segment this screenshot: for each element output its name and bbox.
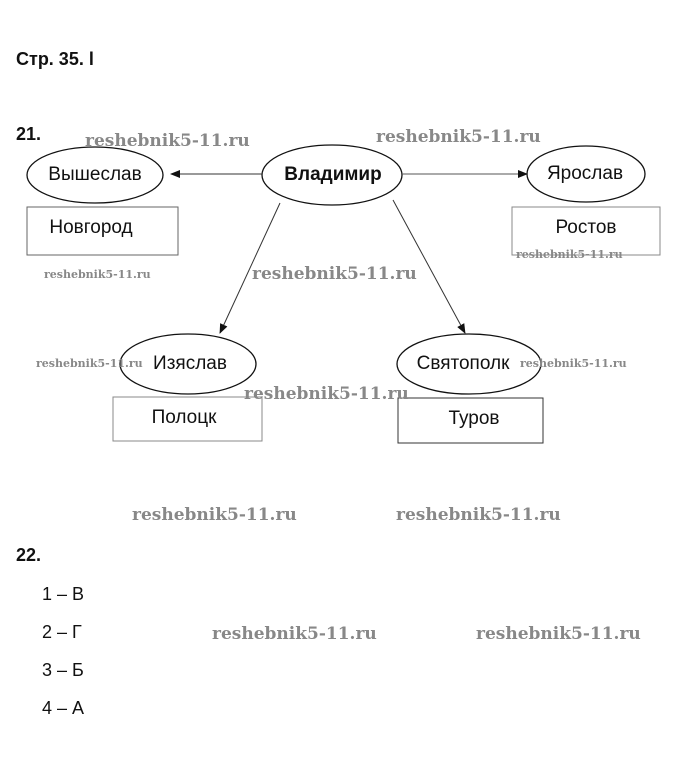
watermark: reshebnik5-11.ru bbox=[516, 248, 623, 261]
watermark: reshebnik5-11.ru bbox=[244, 384, 409, 404]
box-rostov bbox=[511, 206, 661, 256]
watermark: reshebnik5-11.ru bbox=[376, 127, 541, 147]
box-novgorod bbox=[26, 206, 179, 256]
task-22-number: 22. bbox=[16, 545, 42, 565]
city-turov: Туров bbox=[448, 408, 500, 429]
watermark: reshebnik5-11.ru bbox=[132, 505, 297, 525]
answer-3: 3 – Б bbox=[42, 660, 84, 680]
node-vysheslav: Вышеслав bbox=[48, 164, 142, 185]
watermark: reshebnik5-11.ru bbox=[36, 357, 143, 370]
node-izyaslav: Изяслав bbox=[153, 353, 227, 374]
ellipse-izyaslav bbox=[119, 333, 257, 395]
box-turov bbox=[397, 397, 544, 444]
ellipse-svyatopolk bbox=[396, 333, 542, 395]
node-vladimir: Владимир bbox=[284, 164, 382, 185]
page-title: Стр. 35. l bbox=[16, 49, 94, 69]
answer-1: 1 – В bbox=[42, 584, 85, 604]
watermark: reshebnik5-11.ru bbox=[44, 268, 151, 281]
answer-2: 2 – Г bbox=[42, 622, 82, 642]
box-polotsk bbox=[112, 396, 263, 442]
watermark: reshebnik5-11.ru bbox=[396, 505, 561, 525]
node-yaroslav: Ярослав bbox=[546, 163, 624, 184]
watermark: reshebnik5-11.ru bbox=[520, 357, 627, 370]
watermark: reshebnik5-11.ru bbox=[85, 131, 250, 151]
node-svyatopolk: Святополк bbox=[416, 353, 510, 374]
city-rostov: Ростов bbox=[555, 217, 617, 238]
watermark: reshebnik5-11.ru bbox=[476, 624, 641, 644]
watermark: reshebnik5-11.ru bbox=[252, 264, 417, 284]
ellipse-vladimir bbox=[261, 144, 403, 206]
task-21-number: 21. bbox=[16, 124, 42, 144]
ellipse-vysheslav bbox=[26, 146, 164, 204]
city-novgorod: Новгород bbox=[49, 217, 133, 238]
arrow-to-izyaslav bbox=[219, 202, 281, 334]
watermark: reshebnik5-11.ru bbox=[212, 624, 377, 644]
answer-4: 4 – А bbox=[42, 698, 85, 718]
arrow-to-svyatopolk bbox=[392, 199, 466, 334]
city-polotsk: Полоцк bbox=[151, 407, 217, 428]
